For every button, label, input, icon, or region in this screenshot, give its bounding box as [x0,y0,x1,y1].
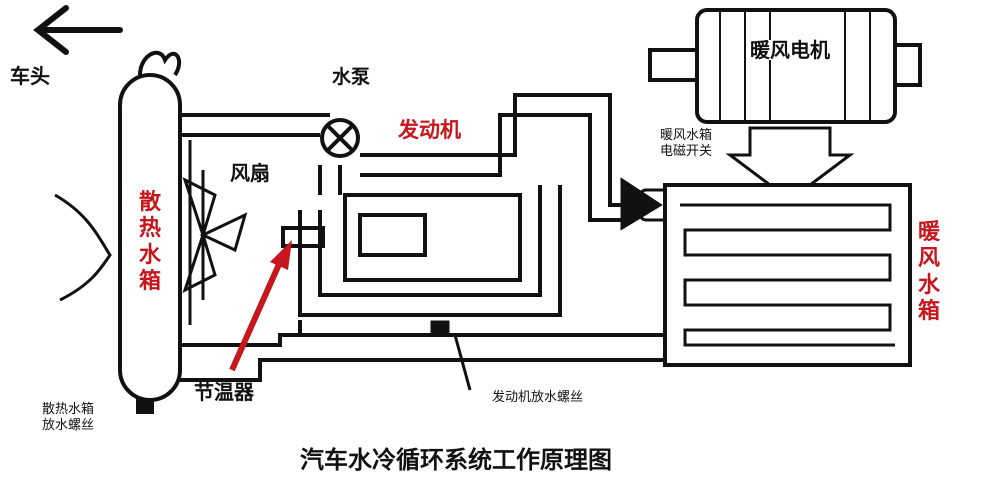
engine-drain-label: 发动机放水螺丝 [492,390,584,405]
radiator-tank [118,50,182,414]
heater-motor-label: 暖风电机 [750,38,830,62]
radiator-drain-label-line1: 散热水箱 [42,402,95,417]
heater-core-label: 暖风水箱 [918,220,940,326]
fan-icon [182,140,248,325]
engine-drain-pointer [430,320,472,391]
water-pump-icon [320,118,360,158]
heater-core [663,183,912,367]
radiator-label-text: 散热水箱 [139,190,162,295]
front-label: 车头 [10,64,50,88]
fan-label: 风扇 [230,161,270,185]
radiator-drain-label-line2: 放水螺丝 [42,418,95,434]
radiator-drain-label: 散热水箱 放水螺丝 [42,402,94,435]
engine-label: 发动机 [398,118,461,142]
heater-core-label-text: 暖风水箱 [918,220,941,325]
water-pump-label: 水泵 [332,66,371,88]
heater-motor [648,8,922,124]
thermostat-pointer-icon [229,240,292,372]
heater-valve-label-line2: 电磁开关 [660,144,713,160]
coolant-pipes [180,93,700,382]
front-arrow-icon [33,5,123,55]
heater-valve-label: 暖风水箱 电磁开关 [660,128,712,161]
airflow-icon [54,193,112,302]
heater-airflow-arrow-icon [725,126,855,202]
diagram-caption: 汽车水冷循环系统工作原理图 [300,446,612,474]
thermostat-label: 节温器 [194,380,254,404]
heater-valve-label-line1: 暖风水箱 [660,128,713,143]
radiator-label: 散热水箱 [139,190,161,296]
